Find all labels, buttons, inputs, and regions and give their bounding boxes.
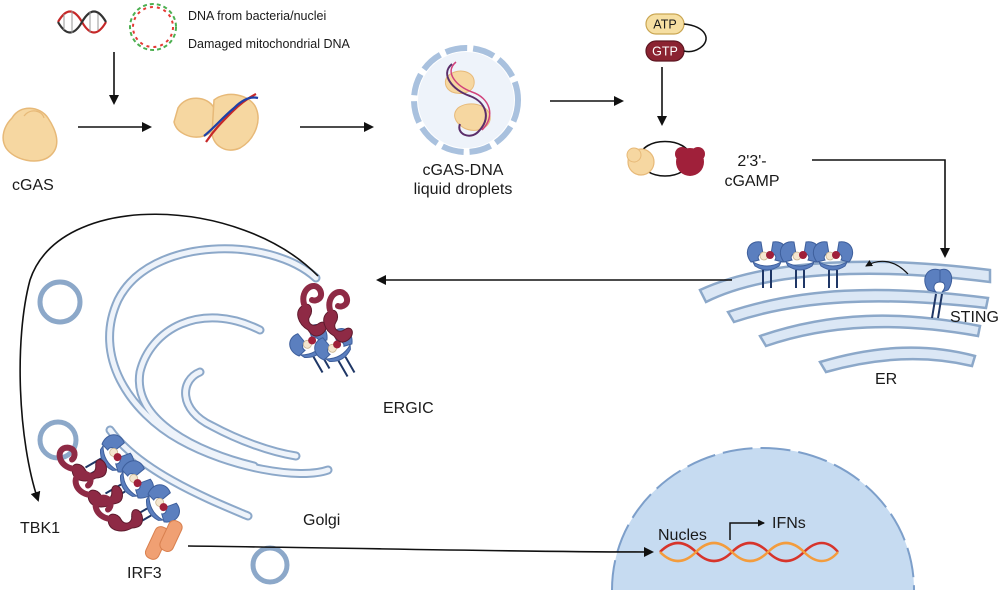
- irf3-label: IRF3: [127, 565, 162, 582]
- irf3-icon: [144, 520, 183, 560]
- cgamp-molecule-icon: [626, 140, 705, 177]
- golgi-label: Golgi: [303, 512, 340, 529]
- nuclear-dna-icon: [659, 541, 839, 563]
- sting-label: STING: [950, 309, 999, 326]
- cgas-protein-icon: [2, 107, 58, 162]
- nuclear-envelope: [611, 446, 915, 591]
- cgamp-label-line2: cGAMP: [724, 173, 779, 190]
- cgas-label: cGAS: [12, 177, 54, 194]
- sting-activation-arrow: [865, 259, 909, 275]
- cgas-dna-complex-icon: [173, 93, 259, 151]
- droplets-label-line1: cGAS-DNA: [423, 162, 504, 179]
- tbk1-label: TBK1: [20, 520, 60, 537]
- arrow-ergic-to-tbk1: [19, 213, 319, 502]
- cgamp-label-line1: 2'3'-: [737, 153, 766, 170]
- er-label: ER: [875, 371, 897, 388]
- dna-bacteria-label: DNA from bacteria/nuclei: [188, 9, 326, 23]
- transcription-arrow: [729, 519, 765, 540]
- ergic-label: ERGIC: [383, 400, 434, 417]
- tbk1-ergic-2: [324, 292, 353, 342]
- linear-dna-icon: [57, 10, 107, 34]
- nucleus-shape: [612, 448, 914, 590]
- arrow-cgamp-to-sting: [812, 159, 950, 258]
- droplets-label-line2: liquid droplets: [414, 181, 513, 198]
- sting-inactive-icon: [924, 268, 953, 319]
- mito-dna-label: Damaged mitochondrial DNA: [188, 37, 351, 51]
- gtp-label: GTP: [652, 45, 678, 59]
- liquid-droplet-icon: [411, 45, 521, 155]
- arrow-irf3-to-nucleus: [187, 545, 654, 557]
- atp-label: ATP: [653, 18, 676, 32]
- circular-dna-icon: [129, 3, 177, 51]
- er-membrane: [698, 260, 992, 374]
- atp-gtp-link: [683, 23, 707, 53]
- ifns-label: IFNs: [772, 515, 806, 532]
- tbk1-ergic-1: [298, 286, 327, 336]
- nucleus-label: Nucles: [658, 527, 707, 544]
